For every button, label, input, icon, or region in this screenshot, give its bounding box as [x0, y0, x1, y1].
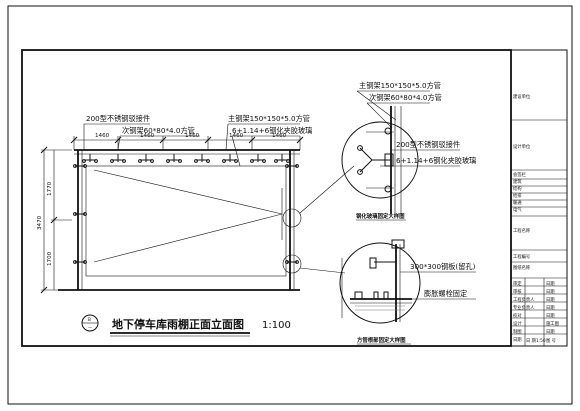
- svg-text:B: B: [88, 317, 91, 322]
- drawing-title: B — 地下停车库雨棚正面立面图 1:100: [81, 314, 291, 337]
- tb-date-3: 日期: [546, 305, 555, 311]
- tb-date-2: 日期: [546, 297, 555, 303]
- tb-row-5: 设计: [513, 320, 522, 327]
- callout-circle-upper: [282, 208, 302, 228]
- tb-row-1: 审核: [513, 288, 522, 295]
- callout-circle-lower: [282, 254, 302, 274]
- label-main-steel: 主钢架150*150*5.0方管: [228, 114, 310, 123]
- label-stainless-connector: 200型不锈钢驳接件: [86, 114, 150, 123]
- dim-left-upper: 1770: [47, 181, 53, 196]
- detail1-label-main-steel: 主钢架150*150*5.0方管: [359, 81, 441, 90]
- tb-date-label: 日期: [513, 337, 522, 343]
- label-secondary-steel: 次钢架60*80*4.0方管: [122, 126, 195, 135]
- svg-text:—: —: [88, 325, 92, 330]
- tb-row-3: 专业负责人: [513, 304, 535, 311]
- tb-row-4: 校对: [513, 312, 522, 319]
- detail2-caption: 方管根部固定大样图: [357, 336, 406, 344]
- tb-sign-2: 结构: [513, 185, 522, 192]
- tb-sign-3: 给排: [513, 192, 522, 199]
- tb-row-2: 工程负责人: [513, 296, 535, 303]
- dim-top-1: 1460: [95, 133, 110, 139]
- detail1-caption: 钢化玻璃固定大样图: [356, 212, 405, 220]
- tb-footer-2: 图 号: [546, 338, 556, 344]
- tb-sheet-no: 施工图: [546, 320, 559, 327]
- tb-project: 工程名称: [513, 227, 531, 234]
- title-block: 建设单位 设计单位 会签栏 建筑 结构 给排 暖通 电气 工程名称 工程编号 图…: [510, 49, 568, 347]
- tb-sign: 会签栏: [513, 171, 527, 178]
- tb-date-5: 日期: [546, 329, 555, 335]
- tb-designer: 设计单位: [513, 143, 531, 150]
- elevation-title: 地下停车库雨棚正面立面图: [112, 317, 244, 331]
- tb-owner: 建设单位: [513, 93, 531, 100]
- tb-sign-1: 建筑: [513, 178, 522, 185]
- detail1-label-stainless-connector: 200型不锈钢驳接件: [396, 140, 460, 149]
- detail2-label-expansion-bolt: 膨胀螺栓固定: [424, 289, 467, 298]
- tb-row-0: 审定: [513, 280, 522, 287]
- dim-left-lower: 1700: [47, 251, 53, 266]
- detail2-label-steel-plate: 300*300钢板(留孔): [410, 262, 476, 271]
- tb-project-no: 工程编号: [513, 253, 530, 260]
- tb-date-4: 日期: [546, 313, 555, 319]
- main-elevation: 1460 1460 1460 1460 1460 3470 1770 1700 …: [37, 114, 355, 294]
- detail1-label-glass: 6+1.14+6钢化夹胶玻璃: [396, 156, 476, 165]
- label-glass: 6+1.14+6钢化夹胶玻璃: [232, 126, 312, 135]
- detail1-label-secondary-steel: 次钢架60*80*4.0方管: [369, 93, 442, 102]
- tb-date-1: 日期: [546, 289, 555, 295]
- tb-sign-5: 电气: [513, 206, 522, 213]
- tb-footer-1: 1:50: [536, 338, 546, 344]
- detail-glass-fixing: 主钢架150*150*5.0方管 次钢架60*80*4.0方管 200型不锈钢驳…: [341, 81, 476, 221]
- connector-fittings: [73, 154, 299, 264]
- tb-row-6: 制图: [513, 328, 522, 335]
- tb-sign-4: 暖通: [513, 199, 522, 206]
- tb-footer-0: 日 期: [526, 338, 536, 344]
- elevation-scale: 1:100: [262, 320, 291, 331]
- dim-left-total: 3470: [37, 215, 43, 230]
- tb-date-0: 日期: [546, 281, 555, 287]
- outer-frame: [7, 5, 573, 405]
- tb-drawing-name: 图纸名称: [513, 264, 531, 271]
- detail-base-fixing: 300*300钢板(留孔) 膨胀螺栓固定 方管根部固定大样图: [339, 239, 476, 345]
